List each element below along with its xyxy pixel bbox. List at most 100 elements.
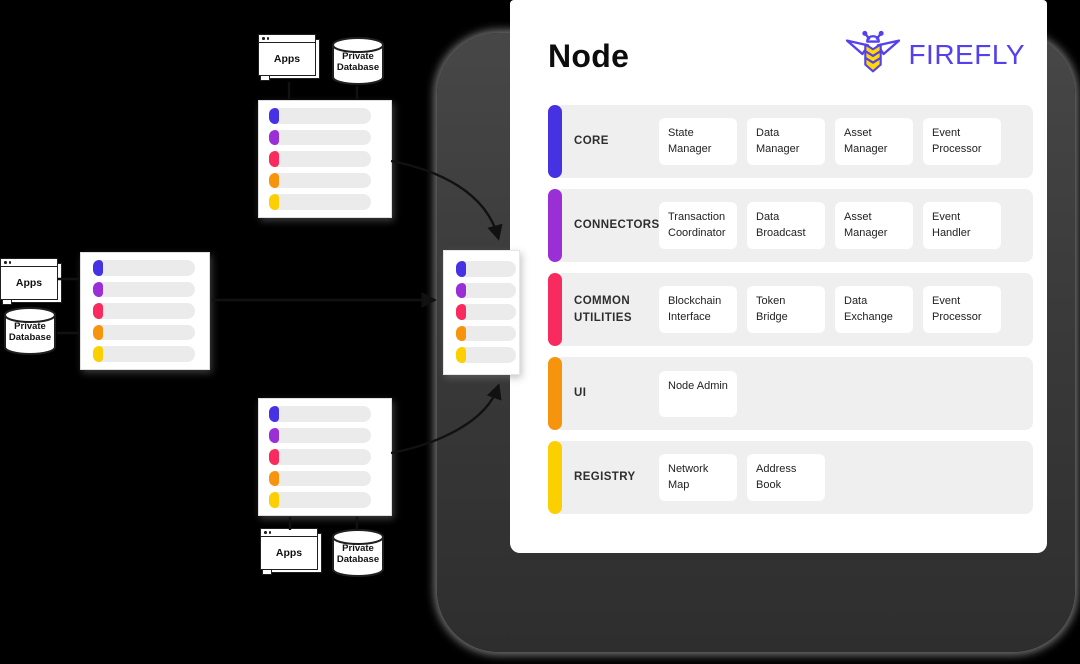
bar-color-cap bbox=[456, 261, 466, 277]
component-card: Data Exchange bbox=[835, 285, 913, 334]
node-service-bar bbox=[269, 129, 371, 146]
component-card: Event Processor bbox=[923, 117, 1001, 166]
component-card: Data Manager bbox=[747, 117, 825, 166]
node-service-bar bbox=[269, 449, 371, 465]
window-titlebar bbox=[259, 35, 315, 43]
row-label: COMMON UTILITIES bbox=[574, 294, 632, 324]
bar-color-cap bbox=[456, 347, 466, 363]
node-service-bar bbox=[269, 172, 371, 189]
node-service-bar bbox=[269, 470, 371, 487]
private-database-label: Private Database bbox=[8, 321, 52, 344]
apps-label: Apps bbox=[275, 547, 303, 559]
private-database-icon: Private Database bbox=[330, 36, 386, 86]
window-dot-icon bbox=[262, 37, 265, 40]
node-service-bar bbox=[93, 346, 195, 362]
component-card: Event Handler bbox=[923, 201, 1001, 250]
node-service-bar bbox=[456, 261, 516, 277]
apps-window-icon: Apps bbox=[258, 34, 320, 82]
row-label: REGISTRY bbox=[574, 471, 636, 484]
component-card: Blockchain Interface bbox=[659, 285, 737, 334]
node-service-bar bbox=[93, 324, 195, 341]
node-service-bar bbox=[456, 282, 516, 299]
bar-color-cap bbox=[269, 470, 279, 487]
private-database-label: Private Database bbox=[336, 51, 380, 74]
window-dot-icon bbox=[266, 37, 269, 40]
component-card: Address Book bbox=[747, 453, 825, 502]
window-dot-icon bbox=[264, 531, 267, 534]
node-service-bar bbox=[93, 260, 195, 276]
bar-color-cap bbox=[269, 129, 279, 146]
window-titlebar bbox=[1, 259, 57, 267]
bar-color-cap bbox=[269, 492, 279, 508]
node-card-center bbox=[443, 250, 520, 375]
window-dot-icon bbox=[4, 261, 7, 264]
node-card bbox=[258, 398, 392, 516]
private-database-label: Private Database bbox=[336, 543, 380, 566]
component-card: Asset Manager bbox=[835, 117, 913, 166]
apps-label: Apps bbox=[15, 277, 43, 289]
node-service-bar bbox=[456, 304, 516, 320]
firefly-bee-icon bbox=[846, 30, 901, 73]
apps-window-icon: Apps bbox=[0, 258, 62, 306]
firefly-logo: FIREFLY bbox=[844, 30, 1025, 80]
component-card: Asset Manager bbox=[835, 201, 913, 250]
row-label: CORE bbox=[574, 135, 609, 148]
node-service-bar bbox=[93, 281, 195, 298]
bar-color-cap bbox=[93, 346, 103, 362]
component-card: Network Map bbox=[659, 453, 737, 502]
node-service-bar bbox=[269, 108, 371, 124]
bar-color-cap bbox=[269, 108, 279, 124]
node-service-bar bbox=[269, 151, 371, 167]
window-front-layer: Apps bbox=[260, 528, 318, 570]
bar-color-cap bbox=[456, 282, 466, 299]
panel-title: Node bbox=[548, 38, 630, 74]
node-service-bar bbox=[456, 325, 516, 342]
apps-window-icon: Apps bbox=[260, 528, 322, 576]
node-card bbox=[258, 100, 392, 218]
row-accent-bar bbox=[548, 189, 562, 262]
component-card: Token Bridge bbox=[747, 285, 825, 334]
private-database-icon: Private Database bbox=[330, 528, 386, 578]
window-dot-icon bbox=[8, 261, 11, 264]
database-cylinder-icon bbox=[4, 306, 56, 356]
row-accent-bar bbox=[548, 273, 562, 346]
row-accent-bar bbox=[548, 441, 562, 514]
component-card: Data Broadcast bbox=[747, 201, 825, 250]
component-card: Node Admin bbox=[659, 370, 737, 417]
bar-color-cap bbox=[269, 449, 279, 465]
bar-color-cap bbox=[93, 324, 103, 341]
row-label: CONNECTORS bbox=[574, 219, 660, 232]
bar-color-cap bbox=[456, 325, 466, 342]
node-service-bar bbox=[269, 406, 371, 422]
bar-color-cap bbox=[456, 304, 466, 320]
node-service-bar bbox=[93, 303, 195, 319]
node-service-bar bbox=[269, 194, 371, 210]
bar-color-cap bbox=[269, 427, 279, 444]
row-accent-bar bbox=[548, 105, 562, 178]
private-database-icon: Private Database bbox=[2, 306, 58, 356]
bar-color-cap bbox=[93, 303, 103, 319]
component-card: Transaction Coordinator bbox=[659, 201, 737, 250]
node-service-bar bbox=[269, 492, 371, 508]
node-service-bar bbox=[456, 347, 516, 363]
bar-color-cap bbox=[269, 406, 279, 422]
bar-color-cap bbox=[269, 194, 279, 210]
database-cylinder-icon bbox=[332, 528, 384, 578]
bar-color-cap bbox=[269, 151, 279, 167]
window-front-layer: Apps bbox=[258, 34, 316, 76]
